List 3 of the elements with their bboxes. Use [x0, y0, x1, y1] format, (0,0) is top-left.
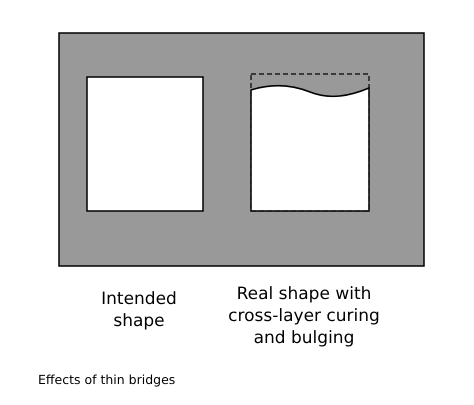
- shape-label: Intended shape: [100, 288, 178, 332]
- shape-label: Real shape with cross-layer curing and bulging: [227, 283, 381, 349]
- caption: Effects of thin bridges: [38, 372, 176, 387]
